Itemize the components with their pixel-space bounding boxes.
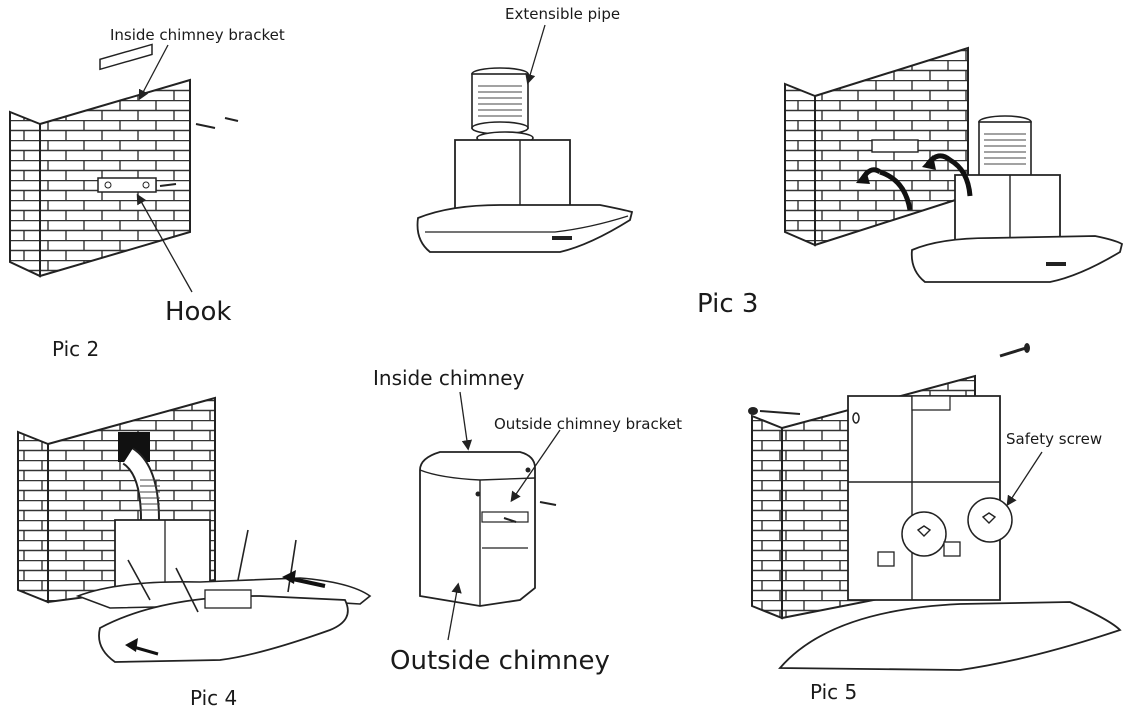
label-hook: Hook — [165, 297, 232, 327]
pic3-wall — [784, 46, 969, 247]
pic4-hood — [75, 447, 372, 663]
label-pic2: Pic 2 — [52, 337, 100, 361]
pic3-hood — [910, 115, 1124, 283]
pic4-push-arrows — [125, 570, 326, 656]
pic5-top-screws — [748, 343, 1030, 424]
label-inside-chimney-bracket: Inside chimney bracket — [110, 26, 285, 44]
label-pic3: Pic 3 — [697, 289, 759, 319]
label-outside-chimney: Outside chimney — [390, 646, 610, 676]
pic5-hood — [778, 395, 1122, 671]
pic2-wall — [9, 43, 191, 278]
outside-bracket-leader — [510, 429, 561, 503]
label-safety-screw: Safety screw — [1006, 430, 1103, 448]
label-inside-chimney: Inside chimney — [373, 366, 525, 390]
label-pic4: Pic 4 — [190, 686, 238, 710]
bracket-leader — [138, 44, 169, 101]
safety-screw-leader — [1006, 451, 1043, 507]
hook-leader — [136, 193, 193, 293]
center-top-hood — [416, 67, 634, 253]
pic2-screws — [159, 117, 239, 187]
label-pic5: Pic 5 — [810, 680, 858, 704]
outside-chimney-leader — [447, 582, 462, 641]
pipe-leader — [525, 24, 546, 85]
chimney-sections — [419, 451, 557, 607]
inside-chimney-leader — [459, 391, 473, 451]
label-outside-chimney-bracket: Outside chimney bracket — [494, 415, 682, 433]
pic3-lift-arrows — [856, 153, 973, 211]
label-extensible-pipe: Extensible pipe — [505, 5, 621, 23]
pic4-screws — [127, 529, 297, 613]
